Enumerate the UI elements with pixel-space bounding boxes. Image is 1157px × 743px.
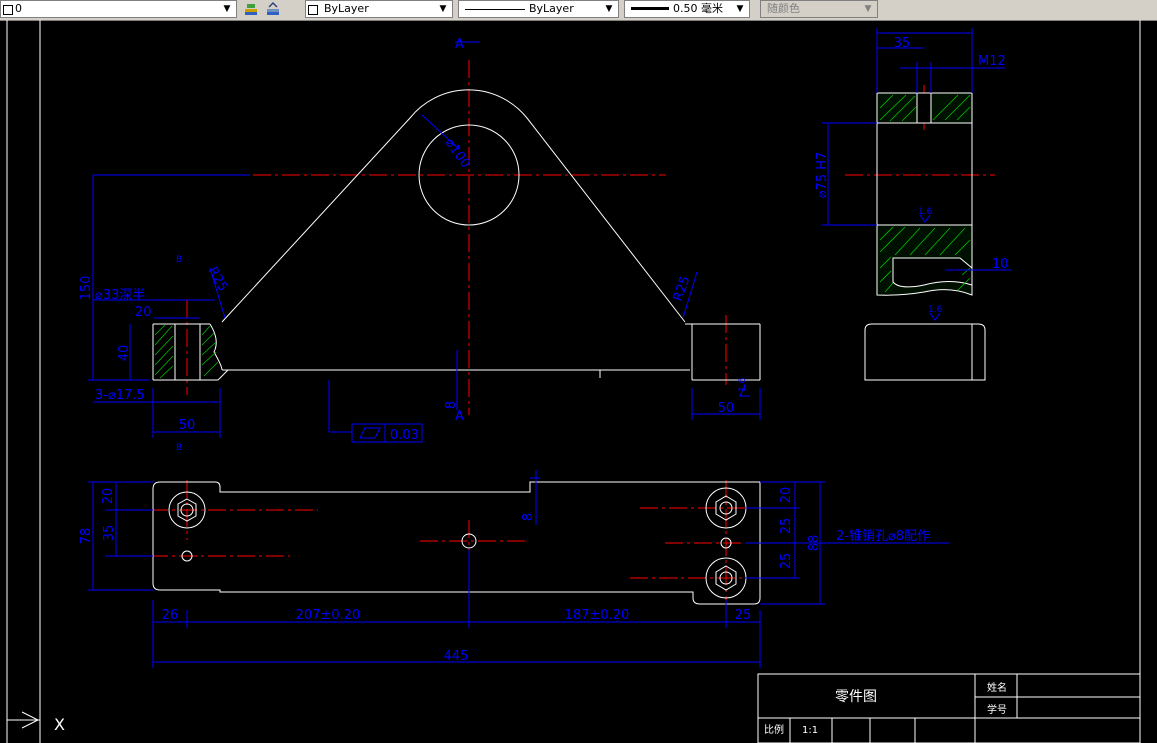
title-block: 零件图 姓名 学号 比例 1:1 (757, 673, 1141, 743)
dim-50-left: 50 (179, 418, 196, 433)
bottom-dim-78: 78 (79, 528, 94, 545)
dropdown-arrow-icon[interactable]: ▼ (439, 4, 447, 14)
bottom-note-pins: 2-锥销孔⌀8配作 (836, 529, 930, 544)
dim-50-right: 50 (718, 401, 735, 416)
bottom-dim-88: 88 (807, 535, 822, 552)
title-label-scale: 比例 (764, 723, 784, 736)
dim-8: 8 (444, 401, 459, 409)
plotstyle-value: 随颜色 (767, 2, 800, 15)
roughness-front: 1.6 (738, 377, 748, 392)
front-view: 150 ⌀33深半 20 40 3-⌀17.5 50 50 R25 R25 8 … (79, 37, 761, 453)
plotstyle-dropdown[interactable]: 随颜色 ▼ (760, 0, 878, 18)
bottom-dim-25c: 25 (735, 608, 752, 623)
lineweight-sample (631, 7, 669, 10)
side-roughness-1: 1.6 (918, 207, 933, 217)
properties-toolbar: 0 ▼ ByLayer ▼ ByLayer ▼ 0.50 毫米 ▼ 随颜色 ▼ (0, 0, 1157, 21)
section-label-top: A (455, 37, 464, 52)
dim-150: 150 (79, 276, 94, 301)
side-dim-m12: M12 (978, 54, 1006, 69)
layer-value: 0 (15, 2, 22, 15)
layer-color-swatch (3, 5, 13, 15)
lineweight-value: 0.50 毫米 (673, 2, 723, 15)
linetype-dropdown[interactable]: ByLayer ▼ (458, 0, 619, 18)
lineweight-dropdown[interactable]: 0.50 毫米 ▼ (624, 0, 750, 18)
dim-circle: ⌀100 (442, 136, 473, 171)
title-label-name: 姓名 (987, 681, 1007, 694)
dim-20: 20 (135, 305, 152, 320)
drawing-canvas[interactable]: 150 ⌀33深半 20 40 3-⌀17.5 50 50 R25 R25 8 … (0, 20, 1157, 743)
bottom-view: 20 35 78 8 20 25 25 88 2-锥销孔⌀8配作 26 207±… (79, 470, 950, 668)
dim-33: ⌀33深半 (95, 288, 145, 303)
section-b-bottom: B (176, 443, 182, 453)
bottom-dim-8: 8 (521, 513, 536, 521)
bottom-dim-35: 35 (102, 525, 117, 542)
side-dim-35: 35 (894, 36, 911, 51)
layer-dropdown[interactable]: 0 ▼ (0, 0, 237, 18)
section-label-bottom: A (455, 409, 464, 424)
layer-icon[interactable] (242, 1, 260, 18)
side-view: 35 M12 ⌀75 H7 10 1.6 1.6 (815, 28, 1012, 381)
ucs-icon: X (7, 711, 65, 734)
title-label-id: 学号 (987, 703, 1007, 716)
color-value: ByLayer (324, 2, 369, 15)
bottom-dim-20b: 20 (779, 487, 794, 504)
bottom-dim-187: 187±0.20 (565, 608, 630, 623)
bottom-dim-25a: 25 (779, 518, 794, 535)
bottom-dim-207: 207±0.20 (296, 608, 361, 623)
dropdown-arrow-icon[interactable]: ▼ (223, 4, 231, 14)
dim-r25-right: R25 (671, 274, 694, 303)
color-swatch (308, 5, 318, 15)
side-roughness-2: 1.6 (928, 305, 943, 315)
ucs-x-label: X (54, 715, 65, 734)
layer-previous-icon[interactable] (264, 1, 282, 18)
dropdown-arrow-icon[interactable]: ▼ (736, 4, 744, 14)
dropdown-arrow-icon[interactable]: ▼ (605, 4, 613, 14)
color-dropdown[interactable]: ByLayer ▼ (305, 0, 453, 18)
title-name: 零件图 (835, 689, 877, 705)
dim-17-5: 3-⌀17.5 (95, 388, 145, 403)
dim-r25-left: R25 (205, 265, 231, 295)
section-b-top: B (176, 255, 182, 265)
bottom-dim-26: 26 (162, 608, 179, 623)
bottom-dim-25b: 25 (779, 553, 794, 570)
title-scale-value: 1:1 (802, 725, 818, 736)
linetype-value: ByLayer (529, 2, 574, 15)
linetype-sample (465, 9, 525, 10)
dim-40: 40 (117, 345, 132, 362)
side-dim-10: 10 (992, 257, 1009, 272)
bottom-dim-20a: 20 (101, 488, 116, 505)
flatness-value: 0.03 (390, 428, 419, 443)
dropdown-arrow-icon[interactable]: ▼ (864, 4, 872, 14)
side-dim-75: ⌀75 H7 (815, 152, 830, 199)
bottom-dim-445: 445 (444, 649, 469, 664)
